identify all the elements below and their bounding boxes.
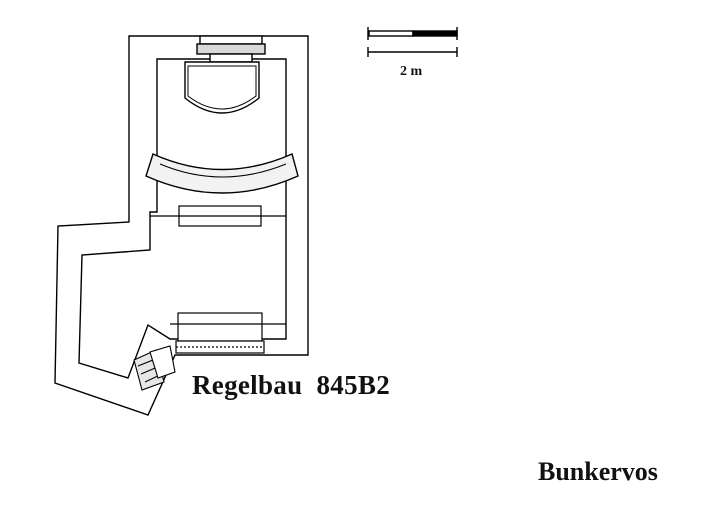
embrasure (196, 35, 266, 63)
turret-ring (145, 153, 299, 194)
inner-wall (78, 58, 287, 379)
scale-bar (367, 27, 458, 57)
staircase (133, 345, 176, 391)
scale-label: 2 m (400, 64, 423, 79)
lower-entrance (170, 312, 286, 354)
credit-label: Bunkervos (538, 457, 658, 486)
outer-wall (54, 35, 309, 416)
turret-cup (184, 61, 260, 114)
diagram-title: Regelbau 845B2 (192, 370, 391, 400)
upper-doorway (150, 205, 286, 227)
